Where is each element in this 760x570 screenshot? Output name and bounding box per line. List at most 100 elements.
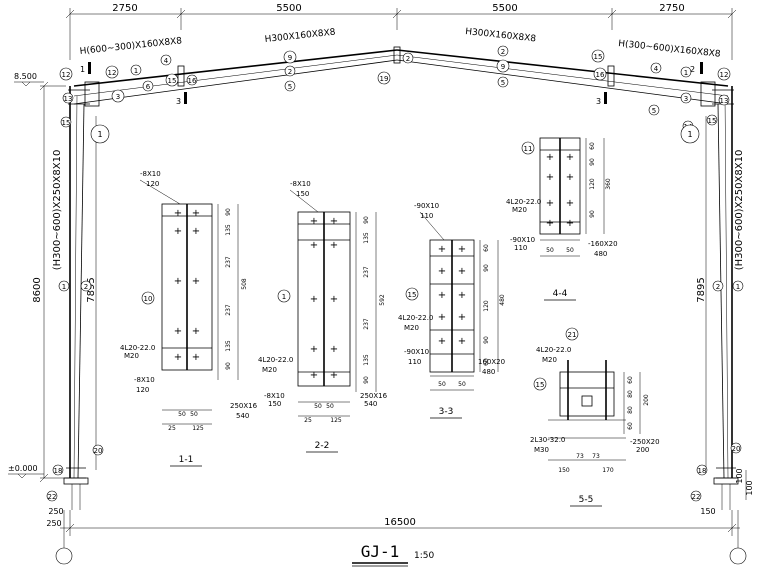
bubble-20b: 20 bbox=[732, 445, 741, 453]
s1-dim-h2: 50 bbox=[190, 411, 198, 418]
end-offset-right: 150 bbox=[700, 507, 715, 516]
s2-thk-w: 150 bbox=[268, 400, 281, 408]
bubble-2e: 2 bbox=[716, 283, 720, 291]
s1-dim-v7: 90 bbox=[225, 362, 232, 370]
s3-bolt-n: M20 bbox=[404, 324, 419, 332]
elevation-ground: ±0.000 bbox=[8, 464, 38, 473]
col-inner-height-right: 7895 bbox=[696, 277, 707, 302]
s1-thk: -8X10 bbox=[134, 376, 155, 384]
s3-dim-v2: 90 bbox=[483, 264, 490, 272]
s2-dim-h4: 125 bbox=[330, 417, 342, 424]
s3-bottom: 160X20 bbox=[478, 358, 505, 366]
bubble-9: 9 bbox=[288, 54, 292, 62]
s1-bottom-w: 540 bbox=[236, 412, 249, 420]
s1-dim-h4: 125 bbox=[192, 425, 204, 432]
s1-dim-v1: 90 bbox=[225, 208, 232, 216]
s3-thk-w: 110 bbox=[408, 358, 421, 366]
s5-dim-h4: 170 bbox=[602, 467, 614, 474]
cut-mark-3a: 3 bbox=[176, 97, 181, 106]
bubble-15: 15 bbox=[62, 119, 71, 127]
s4-dim-v2: 90 bbox=[589, 158, 596, 166]
svg-text:+: + bbox=[458, 290, 466, 301]
section-cut-marks: 1 3 3 2 bbox=[80, 62, 703, 106]
s4-dim-v5: 90 bbox=[589, 210, 596, 218]
section-1-1: ++ ++ ++ ++ ++ 90 135 237 508 237 135 90… bbox=[120, 170, 258, 467]
s3-dim-h2: 50 bbox=[458, 381, 466, 388]
bubble-2c: 2 bbox=[501, 48, 505, 56]
section-2-2-label: 2-2 bbox=[315, 441, 330, 451]
s3-bubble-15: 15 bbox=[408, 291, 417, 299]
bubble-2: 2 bbox=[288, 68, 292, 76]
section-4-4: ++ ++ ++ ++ 60 90 120 360 90 50 50 4L20-… bbox=[506, 137, 618, 301]
svg-text:+: + bbox=[330, 370, 338, 381]
s2-bottom-w: 540 bbox=[364, 400, 377, 408]
svg-text:+: + bbox=[174, 326, 182, 337]
s4-thk-w: 110 bbox=[514, 244, 527, 252]
s2-bottom: 250X16 bbox=[360, 392, 388, 400]
rafter-right bbox=[396, 49, 729, 105]
s5-dim-v5: 60 bbox=[627, 422, 634, 430]
bolt-group: ++ ++ ++ ++ ++ bbox=[438, 244, 466, 347]
top-dim-3: 5500 bbox=[492, 3, 517, 14]
bubble-6: 6 bbox=[146, 83, 151, 91]
svg-text:+: + bbox=[174, 352, 182, 363]
beam-label-2: H300X160X8X8 bbox=[264, 28, 336, 45]
svg-text:+: + bbox=[192, 208, 200, 219]
s4-bubble-11: 11 bbox=[524, 145, 533, 153]
s2-dim-h3: 25 bbox=[304, 417, 312, 424]
svg-text:+: + bbox=[438, 312, 446, 323]
s4-bolt-size: M20 bbox=[512, 206, 527, 214]
s1-plate-top-w: 120 bbox=[146, 180, 159, 188]
frame-callouts: 12 13 15 12 3 1 6 4 15 16 9 2 5 19 2 2 9… bbox=[46, 45, 744, 502]
bubble-18b: 18 bbox=[698, 467, 707, 475]
bubble-16: 16 bbox=[188, 77, 197, 85]
s5-bolt-label: 4L20-22.0 bbox=[536, 346, 571, 354]
section-3-3-label: 3-3 bbox=[439, 407, 454, 417]
bubble-12c: 12 bbox=[720, 71, 729, 79]
s5-dim-h2: 73 bbox=[576, 453, 584, 460]
right-dimensions: 7895 (H300~600)X250X8X10 100 100 bbox=[696, 116, 754, 500]
bubble-18: 18 bbox=[54, 467, 63, 475]
s1-dim-v2: 135 bbox=[225, 224, 232, 236]
svg-text:+: + bbox=[192, 226, 200, 237]
section-2-2: ++ ++ ++ ++ ++ 90 135 237 592 237 135 90… bbox=[258, 180, 388, 453]
end-offset-left-2: 250 bbox=[46, 519, 61, 528]
bubble-16b: 16 bbox=[596, 71, 605, 79]
s2-plate-top: -8X10 bbox=[290, 180, 311, 188]
s5-dim-h1: 150 bbox=[558, 467, 570, 474]
svg-text:+: + bbox=[566, 198, 574, 209]
s2-bubble-1: 1 bbox=[282, 293, 286, 301]
svg-text:+: + bbox=[546, 152, 554, 163]
bubble-12b: 12 bbox=[108, 69, 117, 77]
svg-text:+: + bbox=[330, 240, 338, 251]
s4-bottom-w: 480 bbox=[594, 250, 607, 258]
cut-mark-1a: 1 bbox=[80, 65, 85, 74]
svg-text:+: + bbox=[310, 216, 318, 227]
svg-text:+: + bbox=[566, 172, 574, 183]
s3-dim-v1: 60 bbox=[483, 244, 490, 252]
drawing-scale: 1:50 bbox=[414, 551, 434, 561]
bubble-15c: 15 bbox=[594, 53, 603, 61]
total-span: 16500 bbox=[384, 517, 416, 528]
s5-bubble-15: 15 bbox=[536, 381, 545, 389]
svg-text:+: + bbox=[330, 294, 338, 305]
elevation-top: 8.500 bbox=[14, 72, 37, 81]
s5-anchor-size: M30 bbox=[534, 446, 549, 454]
svg-text:+: + bbox=[192, 326, 200, 337]
bubble-12: 12 bbox=[62, 71, 71, 79]
section-1-1-label: 1-1 bbox=[179, 455, 194, 465]
top-dim-2: 5500 bbox=[276, 3, 301, 14]
s5-dim-v2: 80 bbox=[627, 390, 634, 398]
svg-text:+: + bbox=[192, 276, 200, 287]
svg-text:+: + bbox=[310, 370, 318, 381]
s4-thk: -90X10 bbox=[510, 236, 535, 244]
base-height-right-2: 100 bbox=[745, 480, 754, 495]
s1-bottom: 250X16 bbox=[230, 402, 258, 410]
bubble-22: 22 bbox=[48, 493, 57, 501]
beam-label-3: H300X160X8X8 bbox=[465, 27, 537, 44]
bubble-2b: 2 bbox=[406, 55, 410, 63]
bubble-1-big-left: 1 bbox=[97, 130, 102, 139]
bubble-9b: 9 bbox=[501, 63, 505, 71]
column-right bbox=[717, 86, 733, 479]
s3-thk: -90X10 bbox=[404, 348, 429, 356]
